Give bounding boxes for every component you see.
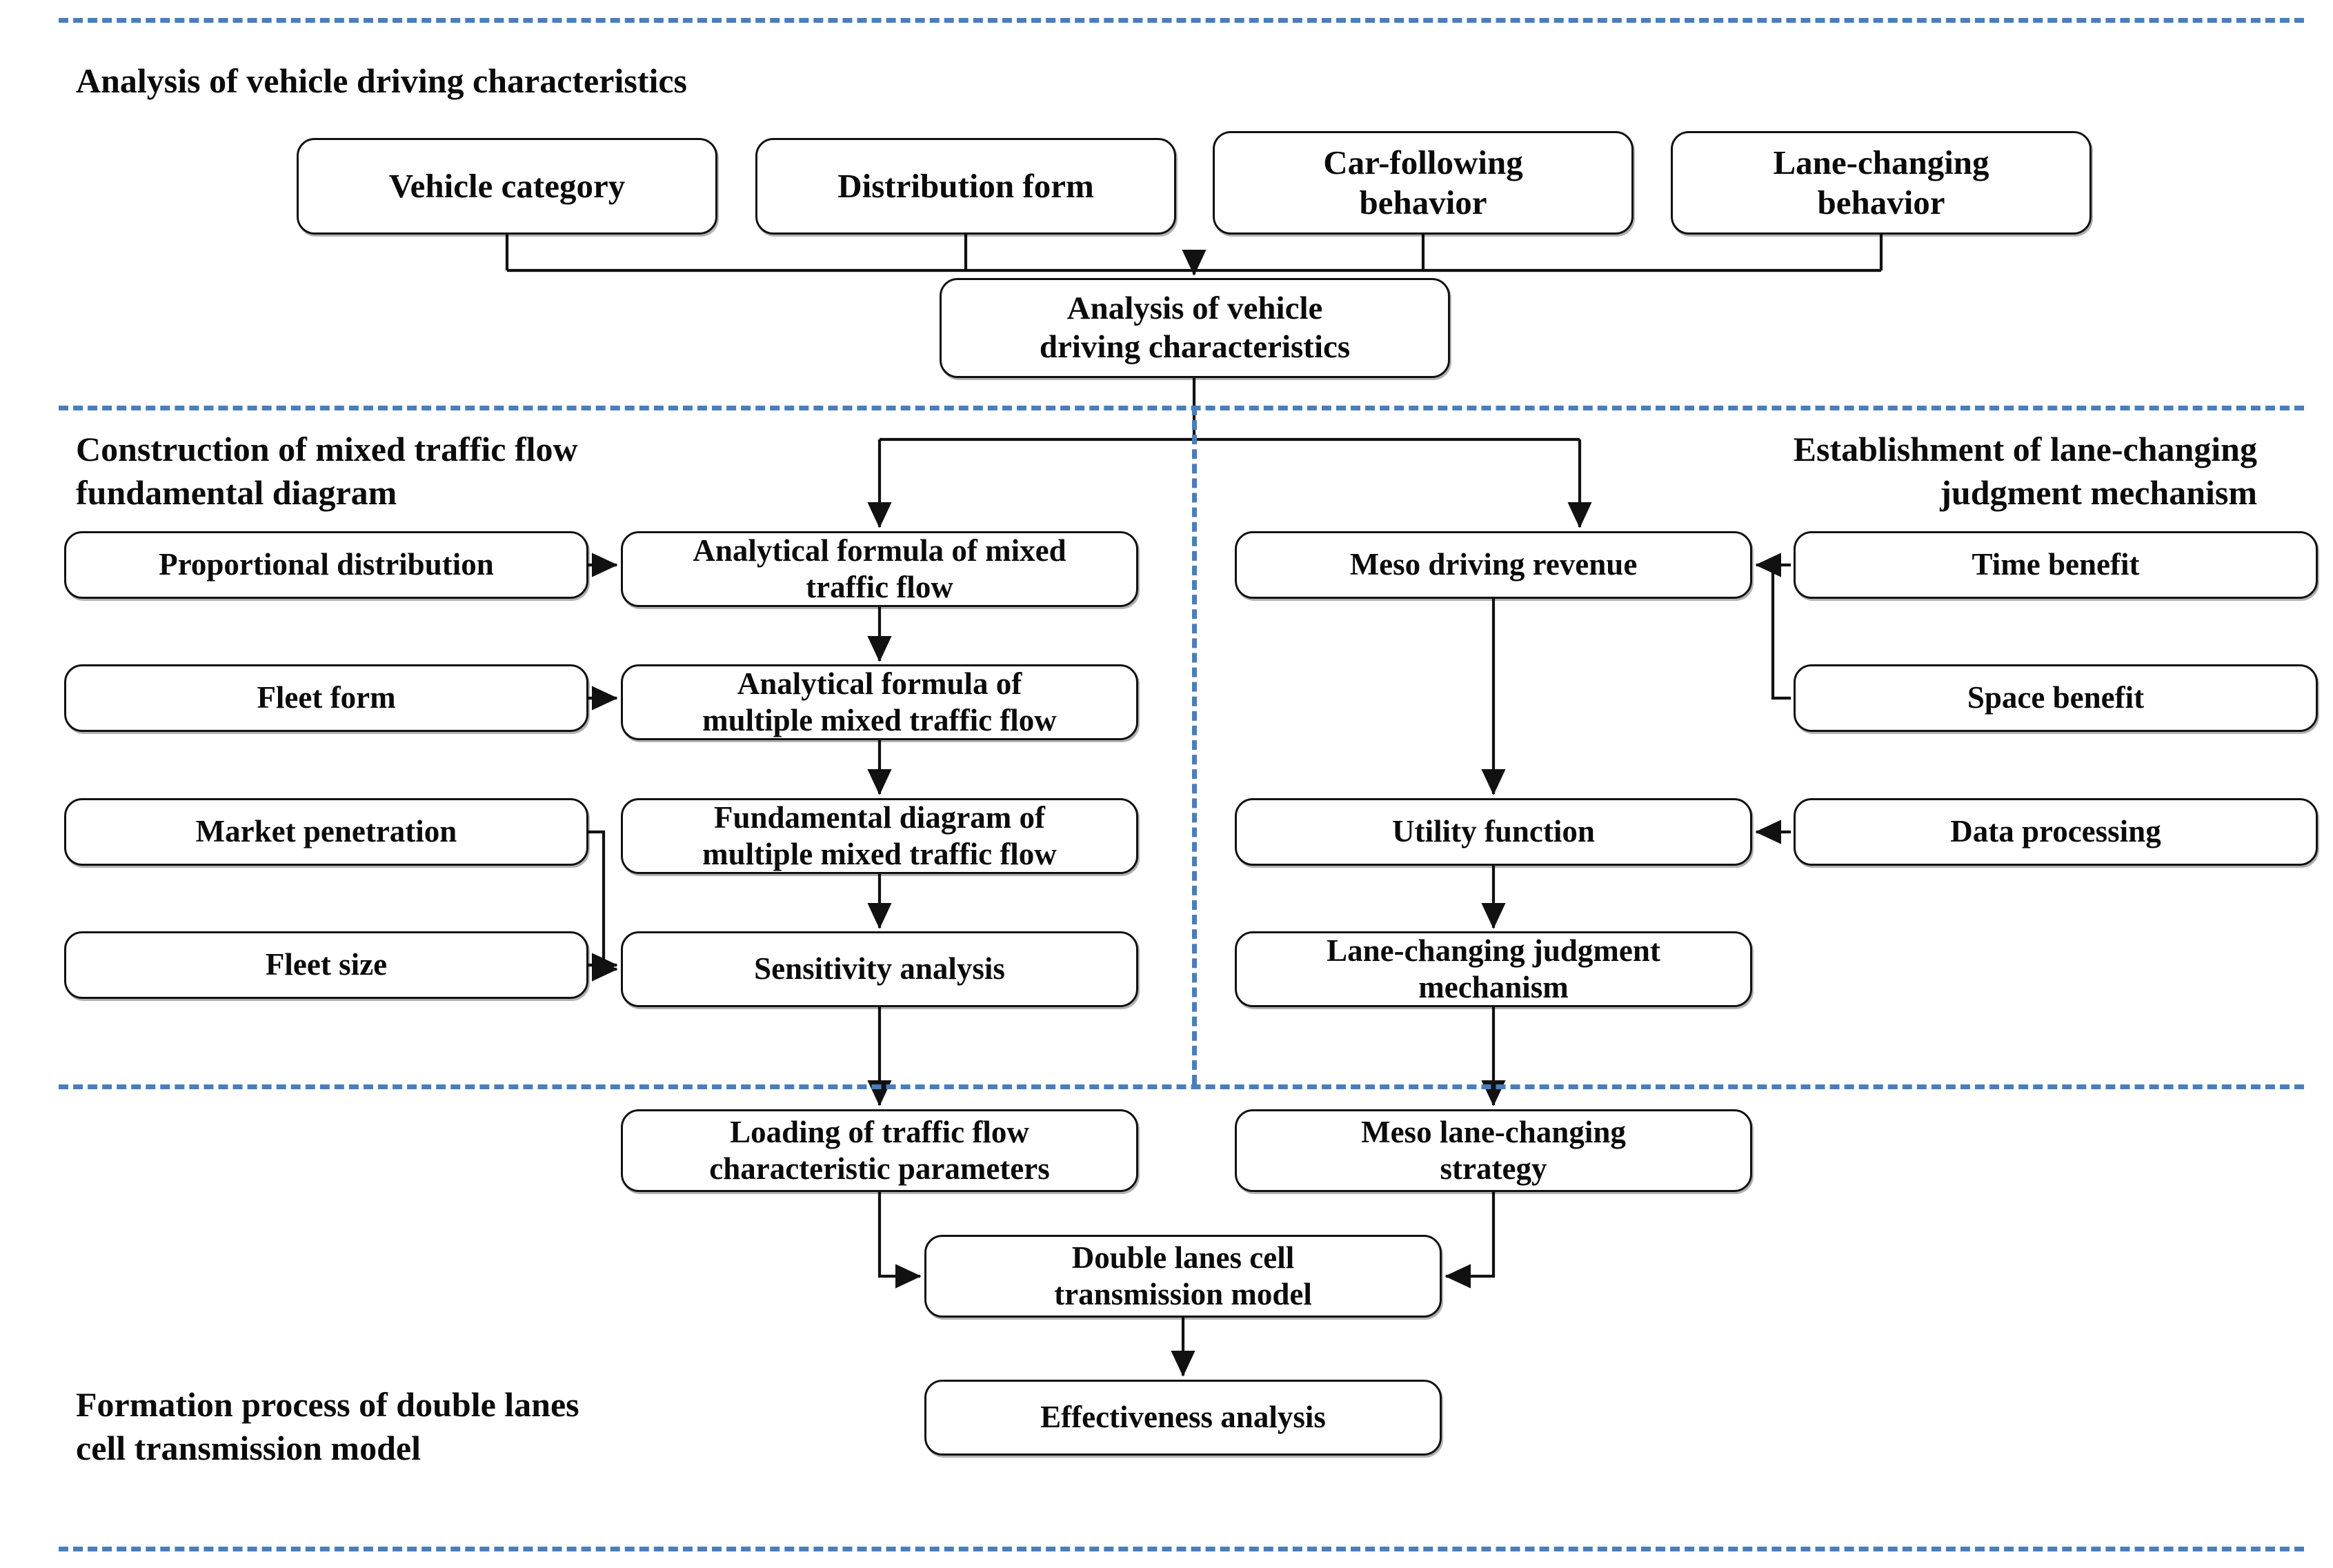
node-time-benefit[interactable]: Time benefit — [1794, 531, 2318, 599]
node-label: Sensitivity analysis — [754, 951, 1005, 986]
node-fundamental-diagram-of-multiple-mixed-traffic-flow[interactable]: Fundamental diagram of multiple mixed tr… — [621, 798, 1138, 874]
node-label: Meso driving revenue — [1349, 547, 1638, 582]
divider-bottom — [59, 1547, 2304, 1551]
node-analytical-formula-of-mixed-traffic-flow[interactable]: Analytical formula of mixed traffic flow — [621, 531, 1138, 607]
node-analytical-formula-of-multiple-mixed-traffic-flow[interactable]: Analytical formula of multiple mixed tra… — [621, 664, 1138, 740]
node-label: Car-following behavior — [1323, 143, 1523, 221]
node-label: Proportional distribution — [159, 547, 494, 582]
node-market-penetration[interactable]: Market penetration — [64, 798, 588, 866]
node-fleet-size[interactable]: Fleet size — [64, 931, 588, 999]
node-sensitivity-analysis[interactable]: Sensitivity analysis — [621, 931, 1138, 1007]
section-label-analysis: Analysis of vehicle driving characterist… — [76, 61, 687, 100]
node-label: Double lanes cell transmission model — [1054, 1240, 1312, 1311]
node-data-processing[interactable]: Data processing — [1794, 798, 2318, 866]
wire-loading-to-dlctm — [877, 1192, 922, 1289]
node-label: Analytical formula of multiple mixed tra… — [702, 666, 1057, 737]
node-double-lanes-cell-transmission-model[interactable]: Double lanes cell transmission model — [924, 1235, 1442, 1318]
node-label: Time benefit — [1972, 547, 2140, 582]
node-meso-driving-revenue[interactable]: Meso driving revenue — [1235, 531, 1752, 599]
node-vehicle-category[interactable]: Vehicle category — [297, 138, 717, 235]
node-label: Loading of traffic flow characteristic p… — [709, 1114, 1050, 1186]
node-lane-changing-behavior[interactable]: Lane-changing behavior — [1671, 131, 2092, 235]
node-proportional-distribution[interactable]: Proportional distribution — [64, 531, 588, 599]
node-label: Lane-changing behavior — [1773, 143, 1989, 221]
node-label: Distribution form — [837, 167, 1094, 206]
section-label-formation: Formation process of double lanes cell t… — [76, 1385, 579, 1467]
node-label: Lane-changing judgment mechanism — [1327, 933, 1660, 1004]
node-distribution-form[interactable]: Distribution form — [755, 138, 1176, 235]
node-effectiveness-analysis[interactable]: Effectiveness analysis — [924, 1380, 1442, 1456]
node-analysis-of-vehicle-driving-characteristics[interactable]: Analysis of vehicle driving characterist… — [940, 278, 1450, 378]
node-label: Effectiveness analysis — [1040, 1400, 1326, 1435]
node-car-following-behavior[interactable]: Car-following behavior — [1213, 131, 1634, 235]
node-label: Fleet form — [257, 680, 396, 715]
node-loading-of-traffic-flow-characteristic-parameters[interactable]: Loading of traffic flow characteristic p… — [621, 1109, 1138, 1192]
node-meso-lane-changing-strategy[interactable]: Meso lane-changing strategy — [1235, 1109, 1752, 1192]
wire-market-penetration-to-sensitivity — [588, 830, 618, 982]
node-label: Utility function — [1392, 814, 1595, 849]
divider-top — [59, 18, 2304, 23]
section-label-establishment: Establishment of lane-changing judgment … — [1793, 430, 2257, 512]
node-label: Meso lane-changing strategy — [1361, 1114, 1626, 1186]
divider-center-vertical — [1192, 406, 1197, 1084]
node-label: Analysis of vehicle driving characterist… — [1039, 290, 1351, 365]
node-space-benefit[interactable]: Space benefit — [1794, 664, 2318, 732]
node-label: Fundamental diagram of multiple mixed tr… — [702, 800, 1057, 871]
node-label: Data processing — [1950, 814, 2161, 849]
wire-meso-strategy-to-dlctm — [1445, 1192, 1496, 1289]
node-label: Vehicle category — [388, 167, 626, 206]
divider-lower-mid — [59, 1084, 2304, 1089]
node-lane-changing-judgment-mechanism[interactable]: Lane-changing judgment mechanism — [1235, 931, 1752, 1007]
node-fleet-form[interactable]: Fleet form — [64, 664, 588, 732]
node-utility-function[interactable]: Utility function — [1235, 798, 1752, 866]
divider-upper-mid — [59, 406, 2304, 410]
node-label: Space benefit — [1967, 680, 2145, 715]
wire-space-benefit-to-meso-revenue — [1771, 565, 1791, 700]
node-label: Market penetration — [195, 814, 457, 849]
section-label-construction: Construction of mixed traffic flow funda… — [76, 430, 578, 512]
node-label: Analytical formula of mixed traffic flow — [693, 533, 1066, 604]
node-label: Fleet size — [265, 947, 388, 982]
